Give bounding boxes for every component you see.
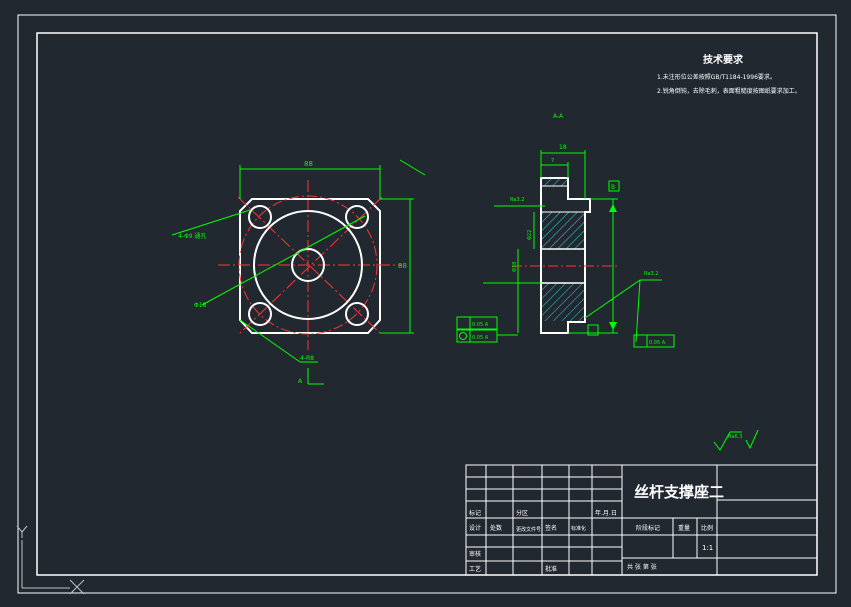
holes-label: 4-Φ9 通孔: [178, 232, 206, 240]
tol-right-text: 0.05 A: [649, 340, 666, 346]
tb-ratio: 比例: [701, 524, 713, 532]
surface-right-label: Ra3.2: [644, 271, 658, 277]
tb-weight: 重量: [678, 524, 690, 532]
boss-circle: [253, 210, 363, 320]
hatch-lower: [542, 283, 584, 321]
tolerance-frame-right: 0.05 A: [633, 334, 675, 348]
leader-holes: [171, 209, 251, 236]
sheet-outer-border: [17, 14, 837, 594]
surface-left-label: Ra3.2: [510, 197, 524, 203]
dim-bottom-value: 4-R8: [300, 355, 314, 362]
tb-date: 年.月.日: [595, 509, 617, 517]
mounting-hole-tr: [345, 205, 369, 229]
tb-change-doc: 更改文件号: [516, 526, 541, 533]
roughness-note-text: Ra6.3: [728, 434, 742, 440]
ucs-x-label: X: [90, 593, 91, 595]
tb-process: 工艺: [469, 565, 481, 573]
tol-left-2-text: 0.05 A: [472, 335, 489, 341]
center-bore: [291, 248, 325, 282]
tb-reviewer: 审核: [469, 550, 481, 558]
mounting-hole-bl: [248, 302, 272, 326]
tb-sheets: 共 张 第 张: [627, 563, 657, 571]
tech-req-line-2: 2.锐角倒钝，去除毛刺，表面粗糙度按图纸要求加工。: [657, 87, 801, 95]
tb-zone: 分区: [516, 509, 528, 517]
tb-designer: 设计: [469, 524, 481, 532]
side-dim-small-value: 7: [551, 158, 554, 164]
datum-box-right: [608, 180, 620, 192]
tech-req-line-1: 1.未注形位公差按照GB/T1184-1996要求。: [657, 73, 776, 81]
part-name: 丝杆支撑座二: [634, 483, 724, 501]
technical-requirements: 技术要求 1.未注形位公差按照GB/T1184-1996要求。 2.锐角倒钝，去…: [657, 53, 801, 95]
leader-bottom: [239, 319, 301, 363]
hatch-top: [542, 179, 567, 186]
ucs-icon: [16, 525, 85, 595]
datum-triangle-right: [609, 204, 617, 212]
tolerance-frame-left-2: 0.05 A: [456, 329, 498, 343]
tb-approve: 批准: [545, 565, 557, 573]
center-line-diagonal-2: [237, 196, 383, 336]
title-block: [465, 464, 818, 576]
vertical-left-label: Φ22: [527, 230, 533, 240]
datum-box-bottom: [587, 324, 599, 336]
center-line-diagonal-1: [237, 196, 383, 336]
side-top-label: A-A: [553, 113, 564, 120]
mounting-hole-tl: [248, 205, 272, 229]
drawing-frame: [36, 32, 818, 576]
dim-right-value: 88: [398, 262, 407, 270]
tb-count: 处数: [490, 524, 502, 532]
tolerance-frame-left-1: 0.05 A: [456, 316, 498, 330]
tb-scale-value: 1:1: [702, 544, 713, 552]
leader-bore: [201, 215, 366, 306]
side-view: B A-A 18 7 Ra3.2 Ra3.2 Φ22 Φ18 0.05 A 0.…: [456, 113, 675, 348]
bore-label: Φ18: [194, 302, 207, 309]
section-mark-line: [399, 159, 426, 176]
tech-req-title: 技术要求: [703, 53, 744, 66]
tb-marks: 标记: [469, 509, 481, 517]
tb-standardize: 标准化: [571, 525, 586, 532]
datum-front-label: A: [298, 378, 303, 385]
tol-leader-right: [635, 279, 641, 343]
mounting-hole-br: [345, 302, 369, 326]
hatch-upper: [542, 212, 584, 249]
title-block-text: 丝杆支撑座二 标记 处数 分区 更改文件号 签名 年.月.日 设计 标准化 阶段…: [469, 483, 724, 573]
plate-outline: [239, 198, 381, 334]
tb-stage-mark: 阶段标记: [636, 524, 660, 532]
side-dim-top-value: 18: [559, 144, 567, 151]
front-view: 88 88 4-Φ9 通孔 Φ18 4-R8 A: [171, 159, 426, 385]
ucs-y-label: Y: [30, 531, 31, 533]
roughness-note: Ra6.3: [713, 429, 759, 451]
dim-top-value: 88: [304, 160, 313, 168]
surface-leader-right: [584, 279, 641, 319]
datum-symbol-front: [307, 368, 324, 385]
tb-signature: 签名: [545, 524, 557, 532]
vertical-mid-label: Φ18: [512, 262, 518, 272]
datum-triangle-right-2: [609, 322, 617, 330]
tol-left-1-text: 0.05 A: [472, 322, 489, 328]
bolt-circle: [238, 195, 378, 335]
datum-right-label: B: [611, 184, 615, 191]
